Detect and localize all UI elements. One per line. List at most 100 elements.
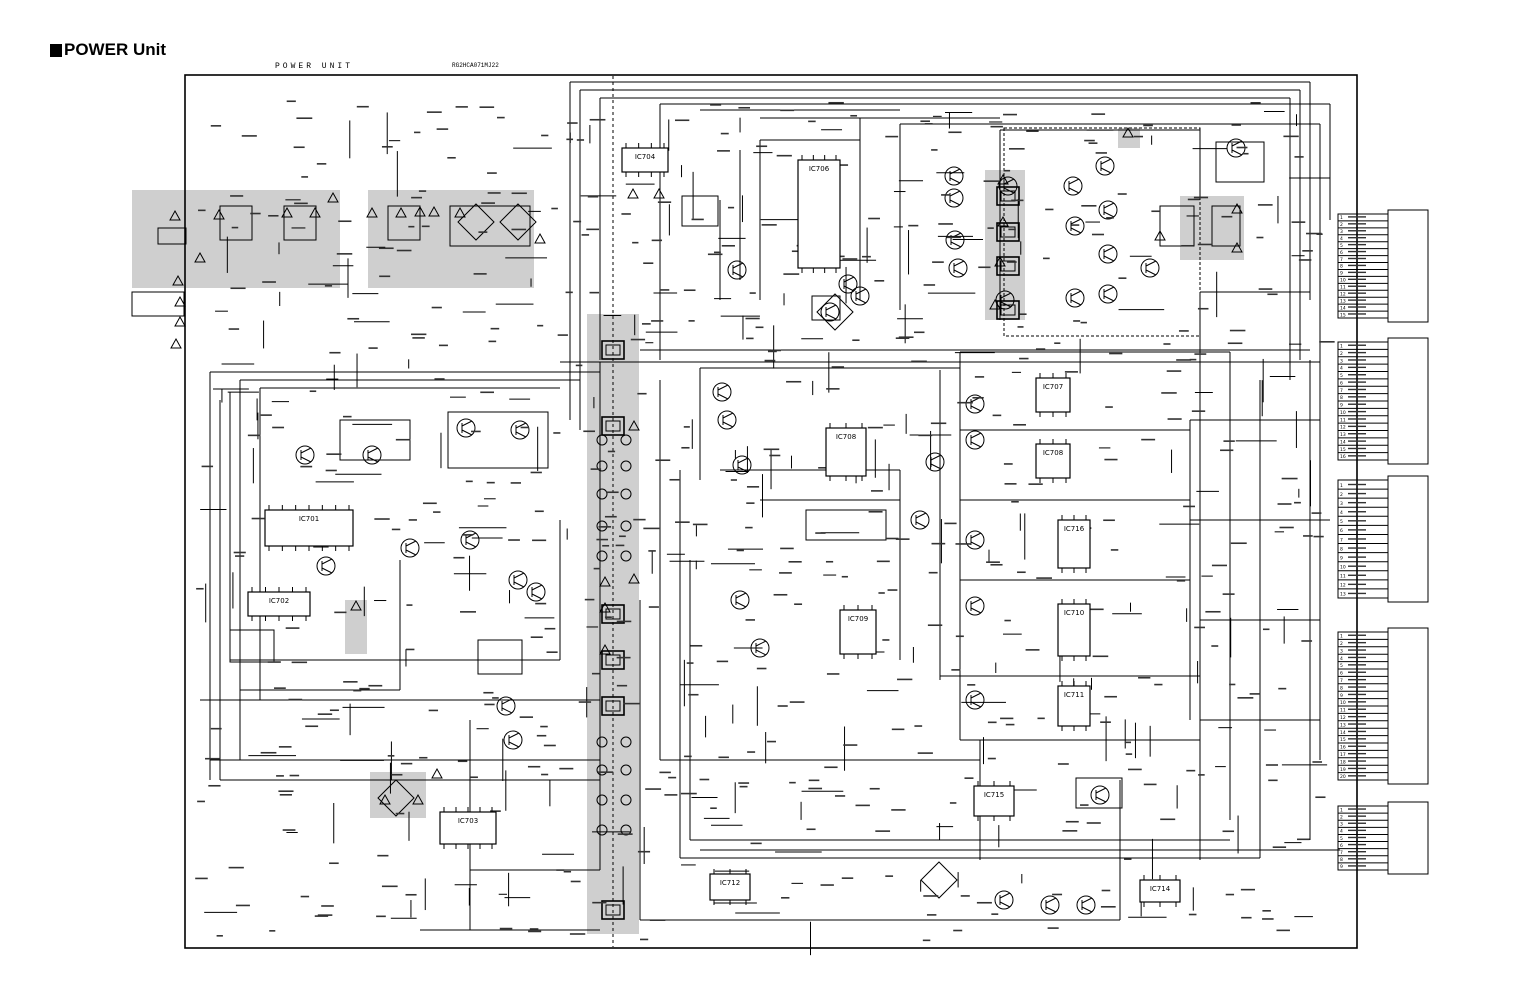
ic711-label: IC711 [1064,691,1084,699]
ic715-label: IC715 [984,791,1004,799]
connector-pin: 12 [1340,715,1346,721]
ic711-chip: IC711 [1057,681,1091,731]
ic701-label: IC701 [299,515,319,523]
connector-pin: 8 [1340,395,1343,401]
component-symbols [169,100,1335,942]
connector-pin: 11 [1340,708,1346,714]
connector-pin: 19 [1340,767,1346,773]
connector-pin: 8 [1340,685,1343,691]
connector-pin: 1 [1340,483,1343,489]
connector-pin: 14 [1340,730,1346,736]
ic709-label: IC709 [848,615,868,623]
connector-pin: 11 [1340,574,1346,580]
ic-layer: IC701IC702IC703IC704IC706IC707IC708IC709… [247,143,1181,907]
connector-pin: 7 [1340,850,1343,856]
connector-pin: 5 [1340,243,1343,249]
ac-input-shade [132,190,340,288]
wiring-traces [200,81,1340,956]
connector-pin: 2 [1340,222,1343,228]
connector-pin: 6 [1340,250,1343,256]
connector-pin: 12 [1340,425,1346,431]
connector-pin: 4 [1340,236,1343,242]
filter-shade [368,190,534,288]
ic712-label: IC712 [720,879,740,887]
connector-pin: 5 [1340,373,1343,379]
connector-pin: 3 [1340,358,1343,364]
connector-pin: 3 [1340,229,1343,235]
connector-pin: 9 [1340,555,1343,561]
connector-pin: 2 [1340,351,1343,357]
connector-pin: 13 [1340,432,1346,438]
connector-pin: 1 [1340,344,1343,350]
connector-pin: 6 [1340,528,1343,534]
ic710-label: IC710 [1064,609,1084,617]
connector-pin: 12 [1340,583,1346,589]
ac-socket [157,227,187,245]
connector-pin: 2 [1340,641,1343,647]
connector-pin: 1 [1340,215,1343,221]
connector-pin: 2 [1340,814,1343,820]
connector-pin: 1 [1340,634,1343,640]
ic709-chip: IC709 [839,605,877,659]
connector-pin: 10 [1340,410,1346,416]
connector-pin: 10 [1340,565,1346,571]
connector-pin: 15 [1340,312,1346,318]
page-title-text: POWER Unit [64,40,166,59]
connector-pin: 14 [1340,439,1346,445]
connector-pin: 7 [1340,537,1343,543]
ic712-chip: IC712 [709,869,751,905]
connector-pin: 6 [1340,671,1343,677]
connector-pin: 5 [1340,663,1343,669]
connector-pin: 5 [1340,836,1343,842]
connector-pin: 8 [1340,857,1343,863]
connector-pin: 4 [1340,829,1343,835]
connector-pin: 9 [1340,693,1343,699]
connector-pin: 4 [1340,366,1343,372]
connector-pin: 4 [1340,656,1343,662]
connector-pin: 13 [1340,722,1346,728]
ic701-chip: IC701 [264,505,354,551]
ic706-chip: IC706 [797,155,841,273]
board-code: RG2HCA071MJ22 [452,62,499,69]
connector-pin: 13 [1340,592,1346,598]
connector-pin: 15 [1340,737,1346,743]
connector-pin: 9 [1340,403,1343,409]
ic702-label: IC702 [269,597,289,605]
connector-pin: 16 [1340,454,1346,460]
ic710-chip: IC710 [1057,599,1091,661]
connector-pin: 7 [1340,257,1343,263]
connector-pin: 12 [1340,291,1346,297]
connector-pin: 8 [1340,546,1343,552]
connector-pin: 18 [1340,759,1346,765]
connector-pin: 15 [1340,447,1346,453]
ic716-label: IC716 [1064,525,1085,533]
amp-section-box [1003,127,1201,337]
connector-pin: 10 [1340,700,1346,706]
connector-pin: 17 [1340,752,1346,758]
connector-pin: 10 [1340,278,1346,284]
bullet-square-icon [50,43,62,57]
ic702-chip: IC702 [247,587,311,621]
ic703-label: IC703 [458,817,478,825]
connector-pin: 7 [1340,678,1343,684]
connector-pin: 2 [1340,492,1343,498]
connector-pin: 8 [1340,264,1343,270]
connector-pin: 6 [1340,380,1343,386]
connector-pin: 1 [1340,807,1343,813]
connector-pin: 11 [1340,417,1346,423]
ic707-chip: IC707 [1035,373,1071,417]
ic708-label: IC708 [1043,449,1063,457]
ic707-label: IC707 [1043,383,1063,391]
connector-pin: 13 [1340,298,1346,304]
connector-pin: 16 [1340,745,1346,751]
warn-shade [1118,128,1140,148]
unit-caption: POWER UNIT [275,62,354,71]
connector-pin: 7 [1340,388,1343,394]
ic716-chip: IC716 [1057,515,1091,573]
ic715-chip: IC715 [973,781,1015,821]
fuse-shade [345,600,367,654]
